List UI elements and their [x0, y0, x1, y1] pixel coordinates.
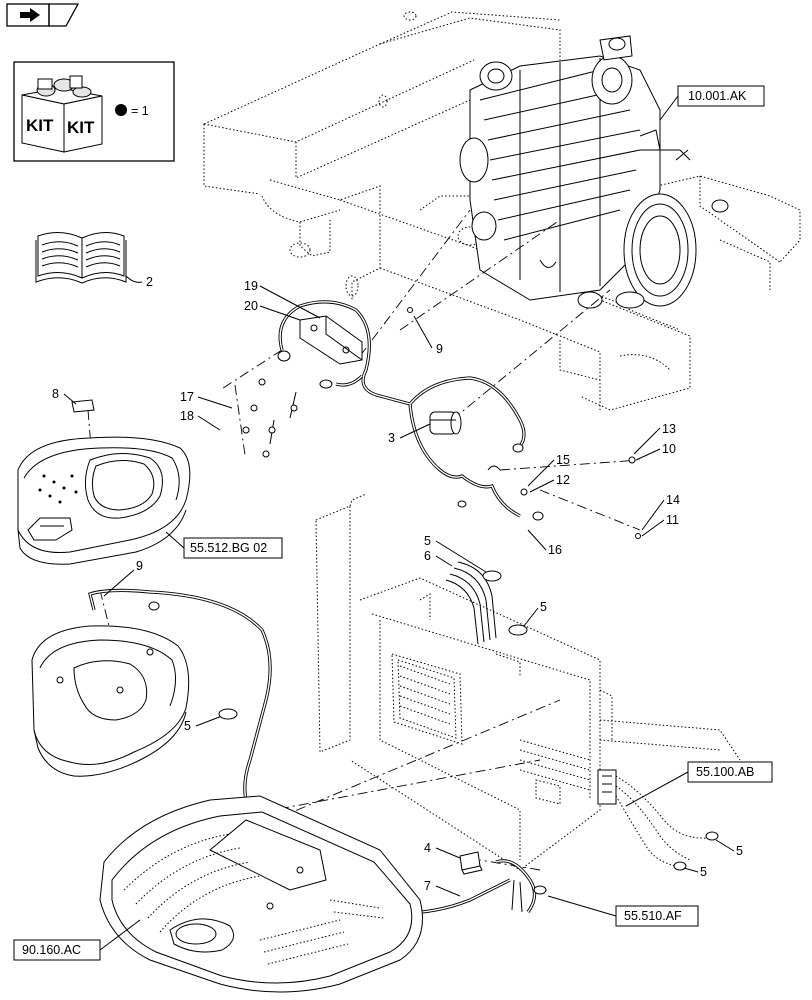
ref-55-100-ab-text: 55.100.AB	[696, 765, 754, 779]
ref-55-100-ab[interactable]: 55.100.AB	[625, 761, 773, 807]
kit-box-icon	[21, 75, 103, 153]
callout-19: 19	[244, 279, 258, 293]
reference-labels: 10.001.AK 55.512.BG 02 55.100.AB 55.510.…	[13, 85, 773, 961]
callout-20: 20	[244, 299, 258, 313]
callout-17: 17	[180, 390, 194, 404]
ref-55-510-af-text: 55.510.AF	[624, 909, 682, 923]
callout-5-a: 5	[424, 534, 431, 548]
quantity-dot-icon	[115, 104, 127, 116]
relay-component	[429, 411, 462, 435]
upper-console	[17, 399, 191, 565]
kit-quantity: = 1	[131, 104, 149, 118]
cab-panel-outline	[315, 493, 741, 871]
ref-55-510-af[interactable]: 55.510.AF	[547, 895, 699, 927]
ref-10-001-ak-text: 10.001.AK	[688, 89, 747, 103]
callout-6: 6	[424, 549, 431, 563]
callout-11: 11	[666, 513, 679, 527]
callout-10: 10	[662, 442, 676, 456]
callout-12: 12	[556, 473, 570, 487]
cable-bundle	[445, 561, 528, 645]
kit-label-left: KIT	[26, 116, 54, 135]
callout-5-c: 5	[184, 719, 191, 733]
callout-5-e: 5	[700, 865, 707, 879]
ref-90-160-ac-text: 90.160.AC	[22, 943, 81, 957]
harness-assembly	[242, 300, 641, 539]
kit-label-right: KIT	[67, 118, 95, 137]
callouts: 2 19 20 9 17 18 8 3 13 10 15 12 14 11 16…	[52, 275, 743, 897]
ref-55-512-bg-02-text: 55.512.BG 02	[190, 541, 267, 555]
callout-4: 4	[424, 841, 431, 855]
callout-3: 3	[388, 431, 395, 445]
relay-4	[459, 851, 483, 875]
callout-9-lower: 9	[136, 559, 143, 573]
callout-13: 13	[662, 422, 676, 436]
rear-harness	[597, 769, 719, 871]
callout-5-d: 5	[736, 844, 743, 858]
callout-7: 7	[424, 879, 431, 893]
callout-18: 18	[180, 409, 194, 423]
ref-90-160-ac[interactable]: 90.160.AC	[13, 919, 141, 961]
callout-2: 2	[146, 275, 153, 289]
ref-10-001-ak[interactable]: 10.001.AK	[659, 85, 765, 121]
callout-8: 8	[52, 387, 59, 401]
navigation-arrow-icon[interactable]	[6, 3, 80, 27]
kit-legend: KIT KIT = 1	[13, 61, 175, 162]
engine-assembly	[459, 35, 729, 309]
callout-5-b: 5	[540, 600, 547, 614]
callout-14: 14	[666, 493, 680, 507]
callout-9-upper: 9	[436, 342, 443, 356]
harness-7	[495, 859, 547, 913]
callout-15: 15	[556, 453, 570, 467]
floor-mat	[99, 795, 423, 993]
ref-55-512-bg-02[interactable]: 55.512.BG 02	[165, 531, 283, 559]
manual-book-icon	[35, 232, 143, 284]
callout-16: 16	[548, 543, 562, 557]
